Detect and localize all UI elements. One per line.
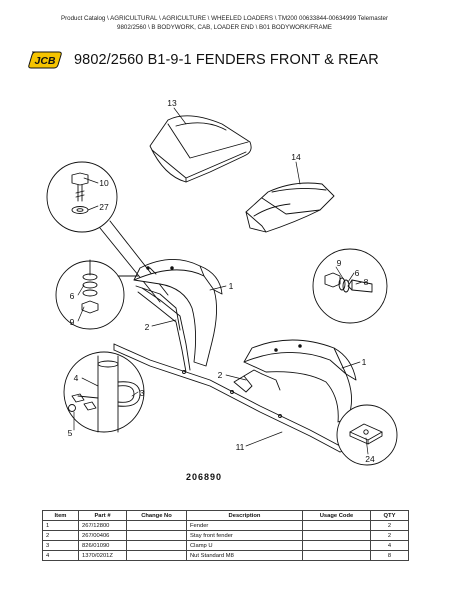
callout-6-right[interactable]: 6 [355,268,360,278]
callout-14[interactable]: 14 [291,152,301,162]
detail-circle-washers [55,259,139,330]
table-row[interactable]: 4 1370/0201Z Nut Standard M8 8 [42,550,409,561]
cell-description: Fender [186,520,303,531]
breadcrumb: Product Catalog \ AGRICULTURAL \ AGRICUL… [0,14,449,32]
part-11-bar [113,343,347,453]
figure-number: 206890 [186,472,222,482]
part-13-fender-cover [149,115,252,183]
cell-item: 2 [42,530,79,541]
callout-1-front[interactable]: 1 [229,281,234,291]
cell-usage-code [302,550,371,561]
detail-circle-bolt-washer [46,161,169,303]
callout-5[interactable]: 5 [68,428,73,438]
cell-qty: 2 [370,520,409,531]
cell-usage-code [302,530,371,541]
callout-2-front[interactable]: 2 [145,322,150,332]
exploded-parts-diagram: 13 14 10 27 1 6 9 2 9 6 8 1 2 4 3 5 11 2… [46,98,398,482]
callout-27[interactable]: 27 [99,202,109,212]
cell-part-number[interactable]: 1370/0201Z [78,550,127,561]
detail-circle-right-fasteners [312,248,388,324]
cell-change-no [126,530,187,541]
parts-table: Item Part # Change No Description Usage … [42,510,409,561]
callout-9-left[interactable]: 9 [70,317,75,327]
cell-qty: 8 [370,550,409,561]
cell-part-number[interactable]: 267/12800 [78,520,127,531]
callout-11[interactable]: 11 [236,442,245,452]
column-header-part: Part # [78,510,127,521]
cell-usage-code [302,520,371,531]
callout-6-left[interactable]: 6 [70,291,75,301]
column-header-change-no: Change No [126,510,187,521]
callout-8[interactable]: 8 [364,277,369,287]
page-title: 9802/2560 B1-9-1 FENDERS FRONT & REAR [74,52,379,68]
callout-3[interactable]: 3 [140,388,145,398]
cell-qty: 4 [370,540,409,551]
cell-change-no [126,550,187,561]
front-fender-assembly [133,259,223,373]
leader-lines [73,107,369,455]
cell-change-no [126,540,187,551]
rear-fender-assembly [233,339,357,423]
part-14-fender-cover [245,182,335,233]
page-header: JCB 9802/2560 B1-9-1 FENDERS FRONT & REA… [28,50,379,70]
cell-description: Nut Standard M8 [186,550,303,561]
callout-1-rear[interactable]: 1 [362,357,367,367]
column-header-item: Item [42,510,79,521]
callout-24[interactable]: 24 [365,454,375,464]
callout-4[interactable]: 4 [74,373,79,383]
breadcrumb-section[interactable]: 9802/2560 \ B BODYWORK, CAB, LOADER END … [117,24,332,31]
column-header-usage-code: Usage Code [302,510,371,521]
table-row[interactable]: 2 267/00406 Stay front fender 2 [42,530,409,541]
cell-description: Stay front fender [186,530,303,541]
logo-text: JCB [34,55,55,67]
cell-qty: 2 [370,530,409,541]
cell-change-no [126,520,187,531]
cell-item: 3 [42,540,79,551]
cell-description: Clamp U [186,540,303,551]
column-header-description: Description [186,510,303,521]
detail-circle-plate [336,404,398,466]
cell-part-number[interactable]: 267/00406 [78,530,127,541]
cell-item: 1 [42,520,79,531]
column-header-qty: QTY [370,510,409,521]
callout-2-rear[interactable]: 2 [218,370,223,380]
table-row[interactable]: 3 826/01090 Clamp U 4 [42,540,409,551]
cell-usage-code [302,540,371,551]
detail-circle-post-clamp [63,351,145,433]
table-row[interactable]: 1 267/12800 Fender 2 [42,520,409,531]
cell-item: 4 [42,550,79,561]
cell-part-number[interactable]: 826/01090 [78,540,127,551]
callout-labels: 13 14 10 27 1 6 9 2 9 6 8 1 2 4 3 5 11 2… [68,98,375,464]
jcb-logo: JCB [28,51,62,69]
callout-10[interactable]: 10 [99,178,109,188]
callout-13[interactable]: 13 [167,98,177,108]
breadcrumb-path[interactable]: Product Catalog \ AGRICULTURAL \ AGRICUL… [60,15,389,22]
callout-9-right[interactable]: 9 [337,258,342,268]
table-header-row: Item Part # Change No Description Usage … [42,510,409,521]
